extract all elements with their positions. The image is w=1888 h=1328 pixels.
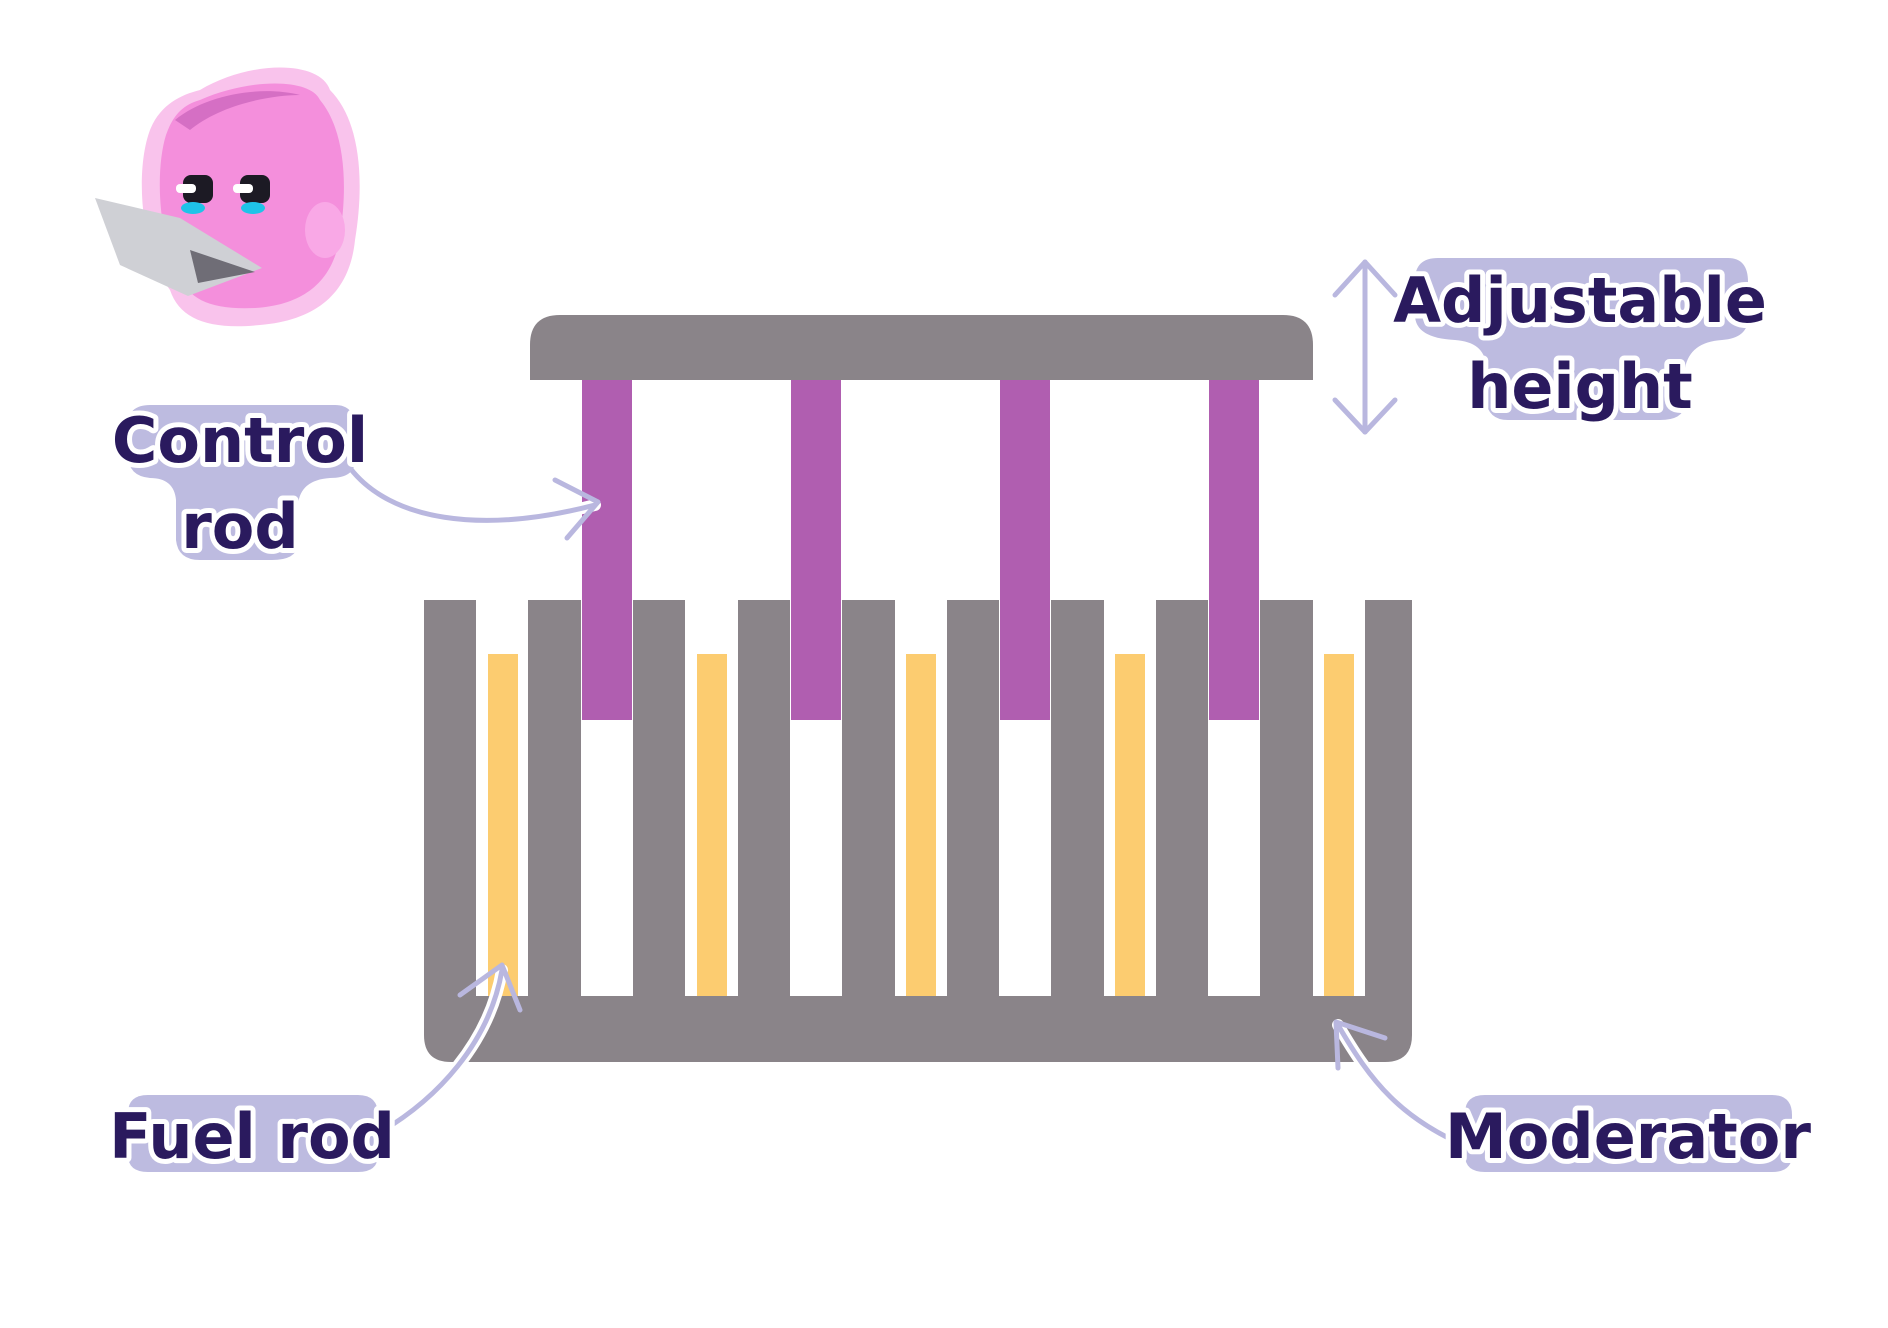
control-rod bbox=[791, 380, 841, 720]
control-rod bbox=[1209, 380, 1259, 720]
fuel-rod-label: Fuel rod bbox=[109, 1100, 395, 1173]
adjustable-height-label-blob bbox=[1415, 258, 1748, 420]
vertical-double-arrow-icon bbox=[1332, 259, 1398, 435]
control-rod-arrowhead bbox=[552, 477, 601, 541]
fuel-rod bbox=[1115, 654, 1145, 996]
fuel-rod bbox=[697, 654, 727, 996]
control-rod-holder bbox=[530, 315, 1313, 380]
labels: Control rod Adjustable height Fuel rod M… bbox=[104, 259, 1816, 1178]
control-rod-label-line2: rod bbox=[181, 490, 299, 563]
fuel-rod-arrow bbox=[367, 967, 505, 1141]
fuel-rods bbox=[488, 654, 1354, 996]
moderator-label: Moderator bbox=[1445, 1100, 1811, 1173]
control-rods bbox=[582, 380, 1259, 720]
fuel-rod bbox=[906, 654, 936, 996]
control-rod-arrow bbox=[347, 465, 598, 523]
control-rod bbox=[1000, 380, 1050, 720]
moderator-label-blob bbox=[1465, 1095, 1792, 1172]
fuel-rod-label-blob bbox=[128, 1095, 378, 1172]
adjustable-height-label-line1: Adjustable bbox=[1393, 264, 1767, 337]
moderator-block bbox=[424, 600, 1412, 1062]
pointer-arrows bbox=[347, 465, 1478, 1153]
adjustable-height-label-line2: height bbox=[1467, 350, 1693, 423]
control-rod-label-blob bbox=[128, 405, 355, 560]
label-blobs bbox=[128, 258, 1792, 1172]
fuel-rod bbox=[488, 654, 518, 996]
moderator-arrowhead bbox=[1333, 1019, 1388, 1071]
mascot-with-laptop-icon bbox=[95, 67, 360, 327]
control-rod bbox=[582, 380, 632, 720]
moderator-arrow bbox=[1335, 1022, 1478, 1153]
fuel-rod bbox=[1324, 654, 1354, 996]
control-rod-label-line1: Control bbox=[112, 404, 368, 477]
fuel-rod-arrowhead bbox=[457, 962, 523, 1013]
